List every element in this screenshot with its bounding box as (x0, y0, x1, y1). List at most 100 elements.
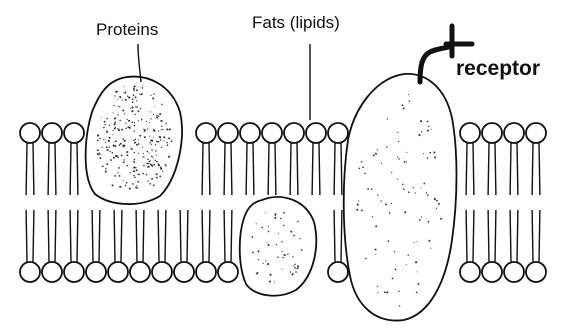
stipple-dot (121, 129, 123, 131)
stipple-dot (251, 236, 253, 238)
stipple-dot (123, 159, 124, 160)
stipple-dot (162, 170, 163, 171)
stipple-dot (364, 173, 366, 175)
stipple-dot (404, 211, 406, 213)
stipple-dot (142, 173, 144, 175)
stipple-dot (358, 200, 359, 201)
stipple-dot (397, 179, 398, 180)
stipple-dot (150, 111, 151, 112)
stipple-dot (276, 244, 277, 245)
stipple-dot (160, 168, 162, 170)
stipple-dot (117, 91, 118, 92)
stipple-dot (123, 180, 124, 181)
stipple-dot (141, 93, 143, 95)
stipple-dot (103, 127, 105, 129)
stipple-dot (148, 163, 150, 165)
stipple-dot (151, 144, 152, 145)
stipple-dot (263, 263, 264, 264)
stipple-dot (161, 147, 162, 148)
stipple-dot (157, 117, 158, 118)
stipple-dot (131, 106, 133, 108)
stipple-dot (274, 217, 276, 219)
receptor-protein (344, 74, 457, 321)
stipple-dot (284, 254, 286, 256)
lipid-lower (460, 210, 480, 282)
stipple-dot (126, 182, 128, 184)
stipple-dot (134, 122, 135, 123)
stipple-dot (133, 166, 135, 168)
stipple-dot (147, 166, 148, 167)
stipple-dot (427, 194, 429, 196)
stipple-dot (137, 181, 139, 183)
stipple-dot (156, 141, 158, 143)
stipple-dot (118, 114, 119, 115)
stipple-dot (381, 163, 382, 164)
stipple-dot (124, 141, 125, 142)
stipple-dot (408, 94, 409, 95)
stipple-dot (119, 120, 121, 122)
stipple-dot (104, 121, 106, 123)
stipple-dot (267, 263, 269, 265)
stipple-dot (391, 203, 392, 204)
stipple-dot (147, 180, 148, 181)
stipple-dot (144, 157, 145, 158)
stipple-dot (377, 286, 378, 287)
stipple-dot (409, 100, 410, 101)
lipid-lower (526, 210, 546, 282)
stipple-dot (361, 161, 363, 163)
stipple-dot (110, 159, 112, 161)
stipple-dot (97, 139, 99, 141)
stipple-dot (297, 267, 299, 269)
stipple-dot (153, 129, 155, 131)
stipple-dot (436, 208, 437, 209)
stipple-dot (282, 269, 283, 270)
stipple-dot (138, 120, 139, 121)
stipple-dot (141, 119, 142, 120)
stipple-dot (168, 156, 170, 158)
stipple-dot (156, 177, 158, 179)
lipid-upper (504, 123, 524, 195)
stipple-dot (123, 138, 125, 140)
stipple-dot (433, 152, 435, 154)
stipple-dot (413, 187, 414, 188)
stipple-dot (398, 158, 399, 159)
stipple-dot (112, 112, 113, 113)
stipple-dot (115, 155, 117, 157)
stipple-dot (267, 244, 269, 246)
stipple-dot (418, 134, 420, 136)
lipid-lower (174, 210, 194, 282)
stipple-dot (161, 126, 162, 127)
stipple-dot (375, 225, 377, 227)
stipple-dot (134, 152, 135, 153)
stipple-dot (136, 106, 137, 107)
stipple-dot (375, 254, 376, 255)
stipple-dot (252, 251, 254, 253)
stipple-dot (134, 125, 135, 126)
lipid-lower (504, 210, 524, 282)
stipple-dot (287, 253, 288, 254)
stipple-dot (105, 171, 107, 173)
stipple-dot (128, 120, 130, 122)
stipple-dot (165, 123, 167, 125)
stipple-dot (125, 99, 127, 101)
stipple-dot (397, 157, 398, 158)
stipple-dot (373, 154, 375, 156)
stipple-dot (126, 119, 127, 120)
stipple-dot (130, 108, 131, 109)
stipple-dot (152, 97, 154, 99)
lipid-upper (42, 123, 62, 195)
stipple-dot (283, 212, 285, 214)
lipid-upper (482, 123, 502, 195)
stipple-dot (377, 292, 378, 293)
stipple-dot (148, 153, 149, 154)
stipple-dot (99, 138, 101, 140)
stipple-dot (106, 146, 108, 148)
stipple-dot (408, 191, 410, 193)
stipple-dot (108, 146, 109, 147)
stipple-dot (268, 231, 270, 233)
stipple-dot (113, 145, 115, 147)
stipple-dot (153, 184, 155, 186)
stipple-dot (129, 127, 131, 129)
stipple-dot (129, 188, 131, 190)
stipple-dot (153, 157, 154, 158)
